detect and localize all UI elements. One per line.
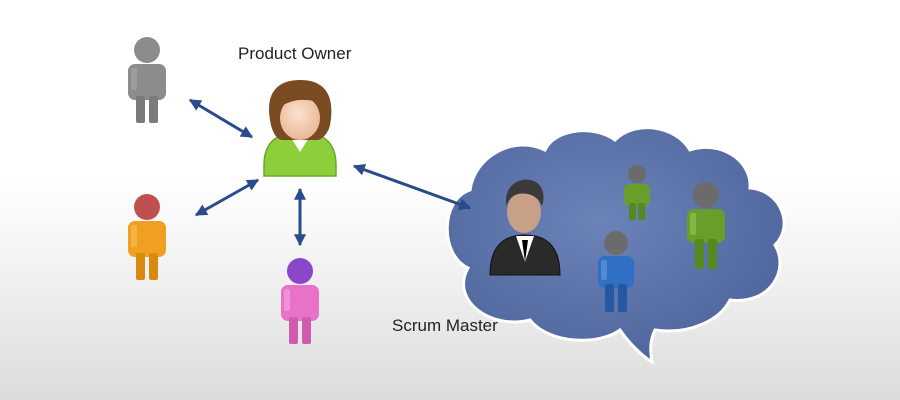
stakeholder-gray	[128, 37, 166, 123]
arrows	[188, 98, 472, 247]
product-owner-avatar	[263, 80, 337, 177]
arrow-gray-to-owner	[188, 98, 254, 139]
scrum-master-avatar	[489, 179, 561, 276]
team-member-blue	[598, 231, 634, 312]
arrow-orange-to-owner	[194, 178, 260, 217]
stakeholder-orange	[128, 194, 166, 280]
product-owner-label: Product Owner	[238, 44, 352, 63]
stakeholder-pink	[281, 258, 319, 344]
team-member-small-green	[624, 165, 650, 220]
team-member-large-green	[687, 182, 725, 269]
scrum-master-label: Scrum Master	[392, 316, 498, 335]
arrow-owner-to-team	[352, 164, 472, 210]
